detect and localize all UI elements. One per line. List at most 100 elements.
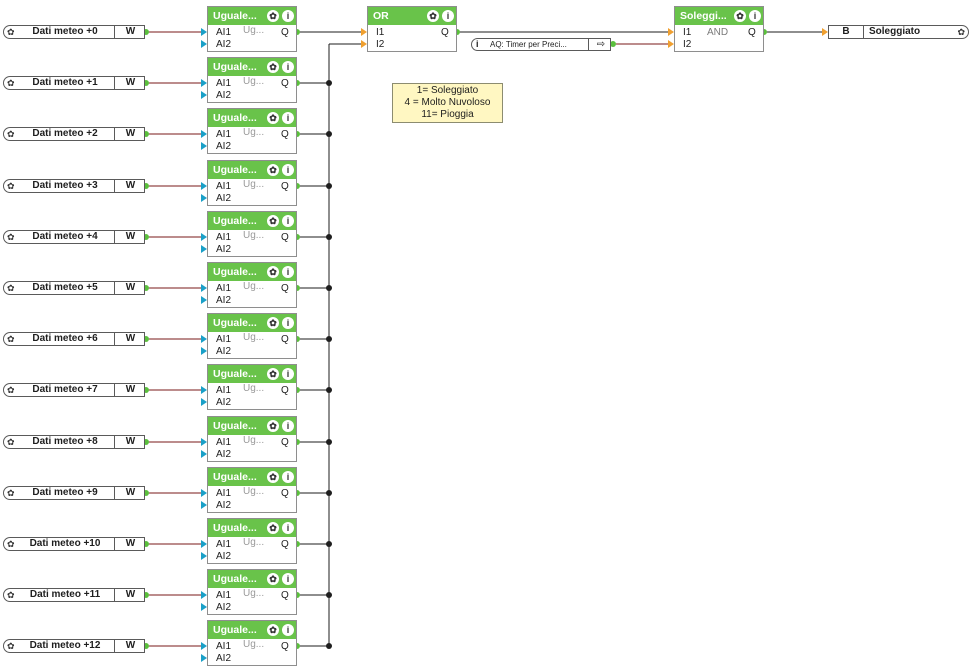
gear-icon[interactable]: ✿	[7, 181, 15, 191]
gear-icon[interactable]: ✿	[267, 522, 279, 534]
equal-block-header[interactable]: Uguale...✿i	[208, 417, 296, 435]
comment-box[interactable]: 1= Soleggiato 4 = Molto Nuvoloso 11= Pio…	[392, 83, 503, 123]
info-icon[interactable]: i	[282, 164, 294, 176]
wire-junction[interactable]	[326, 285, 332, 291]
wire-junction[interactable]	[326, 490, 332, 496]
wire-junction[interactable]	[326, 336, 332, 342]
equal-block-header[interactable]: Uguale...✿i	[208, 519, 296, 537]
wire-junction[interactable]	[326, 80, 332, 86]
wire-junction[interactable]	[326, 387, 332, 393]
wire-junction[interactable]	[326, 234, 332, 240]
info-icon[interactable]: i	[282, 317, 294, 329]
info-icon[interactable]: i	[282, 112, 294, 124]
and-block[interactable]: Soleggi... ✿ i I1 I2 AND Q	[674, 6, 764, 52]
gear-icon[interactable]: ✿	[7, 437, 15, 447]
info-icon[interactable]: i	[282, 522, 294, 534]
info-icon[interactable]: i	[282, 215, 294, 227]
gear-icon[interactable]: ✿	[267, 471, 279, 483]
equal-block-header[interactable]: Uguale...✿i	[208, 314, 296, 332]
gear-icon[interactable]: ✿	[267, 10, 279, 22]
info-icon[interactable]: i	[282, 61, 294, 73]
wire-junction[interactable]	[326, 541, 332, 547]
info-icon[interactable]: i	[282, 471, 294, 483]
wire-junction[interactable]	[326, 643, 332, 649]
gear-icon[interactable]: ✿	[7, 232, 15, 242]
equal-block-header[interactable]: Uguale...✿i	[208, 621, 296, 639]
or-block[interactable]: OR ✿ i I1 I2 Q	[367, 6, 457, 52]
gear-icon[interactable]: ✿	[267, 61, 279, 73]
info-icon[interactable]: i	[282, 420, 294, 432]
wire-junction[interactable]	[326, 592, 332, 598]
gear-icon[interactable]: ✿	[7, 539, 15, 549]
gear-icon[interactable]: ✿	[267, 368, 279, 380]
wire-junction[interactable]	[326, 439, 332, 445]
equal-block-header[interactable]: Uguale...✿i	[208, 7, 296, 25]
equal-block-header[interactable]: Uguale...✿i	[208, 263, 296, 281]
gear-icon[interactable]: ✿	[7, 283, 15, 293]
equal-block-header[interactable]: Uguale...✿i	[208, 365, 296, 383]
gear-icon[interactable]: ✿	[267, 215, 279, 227]
info-icon[interactable]: i	[749, 10, 761, 22]
output-soleggiato[interactable]: B Soleggiato ✿	[828, 25, 969, 39]
gear-icon[interactable]: ✿	[7, 334, 15, 344]
gear-icon[interactable]: ✿	[7, 129, 15, 139]
gear-icon[interactable]: ✿	[7, 590, 15, 600]
equal-block-header[interactable]: Uguale...✿i	[208, 468, 296, 486]
info-icon[interactable]: i	[282, 266, 294, 278]
gear-icon[interactable]: ✿	[7, 488, 15, 498]
gear-icon[interactable]: ✿	[267, 573, 279, 585]
gear-icon[interactable]: ✿	[267, 420, 279, 432]
info-icon[interactable]: i	[282, 368, 294, 380]
equal-block-header[interactable]: Uguale...✿i	[208, 58, 296, 76]
equal-block-header[interactable]: Uguale...✿i	[208, 161, 296, 179]
equal-block-header[interactable]: Uguale...✿i	[208, 570, 296, 588]
equal-block-header[interactable]: Uguale...✿i	[208, 109, 296, 127]
gear-icon[interactable]: ✿	[7, 385, 15, 395]
info-icon[interactable]: i	[282, 573, 294, 585]
aq-timer-reference[interactable]: i AQ: Timer per Preci... ⇨	[471, 38, 611, 51]
wire-junction[interactable]	[326, 131, 332, 137]
gear-icon[interactable]: ✿	[7, 78, 15, 88]
gear-icon[interactable]: ✿	[267, 112, 279, 124]
gear-icon[interactable]: ✿	[267, 266, 279, 278]
gear-icon[interactable]: ✿	[267, 164, 279, 176]
gear-icon[interactable]: ✿	[734, 10, 746, 22]
or-block-header[interactable]: OR ✿ i	[368, 7, 456, 25]
wire-junction[interactable]	[326, 183, 332, 189]
gear-icon[interactable]: ✿	[7, 27, 15, 37]
gear-icon[interactable]: ✿	[267, 317, 279, 329]
gear-icon[interactable]: ✿	[427, 10, 439, 22]
gear-icon[interactable]: ✿	[957, 27, 965, 37]
gear-icon[interactable]: ✿	[267, 624, 279, 636]
and-block-header[interactable]: Soleggi... ✿ i	[675, 7, 763, 25]
info-icon[interactable]: i	[442, 10, 454, 22]
info-icon[interactable]: i	[282, 10, 294, 22]
equal-block-header[interactable]: Uguale...✿i	[208, 212, 296, 230]
